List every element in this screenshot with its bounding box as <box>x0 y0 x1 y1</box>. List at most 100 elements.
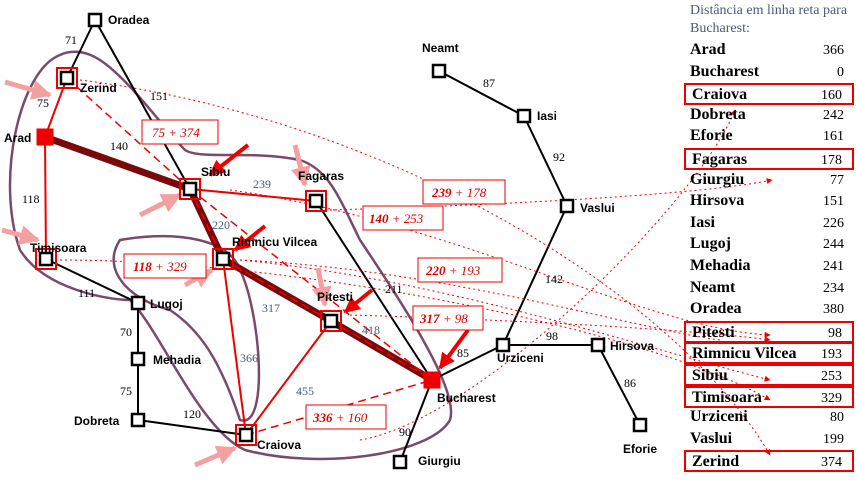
svg-text:75: 75 <box>37 96 49 110</box>
label-pitesti: Pitesti <box>317 290 353 304</box>
fvalue-sibiu: 140 + 253 <box>362 205 444 231</box>
table-row-city: Timisoara <box>692 388 762 406</box>
node-pitesti <box>323 313 339 329</box>
table-row-city: Rimnicu Vilcea <box>692 345 797 363</box>
svg-text:239: 239 <box>253 177 271 191</box>
svg-text:87: 87 <box>483 76 495 90</box>
svg-text:86: 86 <box>624 376 636 390</box>
table-row-distance: 160 <box>821 88 842 104</box>
table-row-city: Eforie <box>690 127 733 145</box>
table-row-distance: 241 <box>823 259 844 274</box>
table-row-distance: 80 <box>830 410 844 426</box>
label-arad: Arad <box>4 131 31 145</box>
svg-text:418: 418 <box>362 323 380 337</box>
svg-text:120: 120 <box>183 407 201 421</box>
table-row-distance: 193 <box>821 347 842 363</box>
table-row-distance: 151 <box>823 194 844 210</box>
node-bucharest <box>423 371 441 389</box>
svg-text:118 + 329: 118 + 329 <box>133 259 187 274</box>
table-row: Neamt 234 <box>684 278 854 300</box>
label-vaslui: Vaslui <box>580 201 615 215</box>
svg-text:317 + 98: 317 + 98 <box>419 311 468 326</box>
node-vaslui <box>559 198 575 214</box>
svg-text:366: 366 <box>240 351 258 365</box>
svg-text:239 + 178: 239 + 178 <box>431 185 487 200</box>
table-row-distance: 98 <box>828 325 842 341</box>
svg-text:140 + 253: 140 + 253 <box>369 211 424 226</box>
label-lugoj: Lugoj <box>150 297 183 311</box>
label-rimnicu: Rimnicu Vilcea <box>232 235 317 249</box>
table-row-city: Arad <box>690 41 726 58</box>
expanded-edges <box>44 77 332 436</box>
table-row-city: Fagaras <box>692 151 748 168</box>
node-timisoara <box>38 251 54 267</box>
svg-text:75: 75 <box>120 384 132 398</box>
table-title: Distância em linha reta para Bucharest: <box>690 3 848 36</box>
table-row-distance: 374 <box>821 455 842 471</box>
node-arad <box>36 128 54 146</box>
node-neamt <box>431 63 447 79</box>
fvalue-pitesti: 317 + 98 <box>412 305 484 331</box>
svg-text:220 + 193: 220 + 193 <box>425 263 481 278</box>
svg-text:142: 142 <box>545 272 563 286</box>
node-hirsova <box>590 337 606 353</box>
svg-text:111: 111 <box>78 286 95 300</box>
table-row-distance: 242 <box>823 107 844 123</box>
node-rimnicu <box>215 251 231 267</box>
table-row-city: Urziceni <box>690 408 748 426</box>
table-row: Urziceni 80 <box>684 407 854 429</box>
table-row-distance: 161 <box>823 129 844 145</box>
dashed-heuristic <box>66 77 433 436</box>
svg-text:455: 455 <box>296 384 314 398</box>
svg-text:98: 98 <box>546 329 558 343</box>
svg-text:220: 220 <box>212 218 230 232</box>
label-zerind: Zerind <box>80 81 117 95</box>
table-row-city: Craiova <box>692 86 748 104</box>
table-row-distance: 366 <box>823 43 844 58</box>
label-dobreta: Dobreta <box>74 414 120 428</box>
node-dobreta <box>130 412 146 428</box>
table-row-city: Iasi <box>690 213 715 231</box>
svg-text:211: 211 <box>385 282 403 296</box>
node-sibiu <box>182 181 198 197</box>
table-row-distance: 199 <box>823 431 844 447</box>
node-fagaras <box>308 193 324 209</box>
label-mehadia: Mehadia <box>153 353 201 367</box>
label-iasi: Iasi <box>537 109 557 123</box>
fvalue-rimnicu: 220 + 193 <box>417 257 503 283</box>
label-bucharest: Bucharest <box>437 391 496 405</box>
table-row: Rimnicu Vilcea 193 <box>684 342 854 365</box>
node-zerind <box>59 70 75 86</box>
label-craiova: Craiova <box>257 438 301 452</box>
solution-path <box>41 133 436 384</box>
table-row-city: Lugoj <box>690 235 731 253</box>
table-row-distance: 234 <box>823 280 844 296</box>
svg-text:140: 140 <box>110 139 128 153</box>
svg-text:118: 118 <box>22 192 40 206</box>
table-row-distance: 380 <box>823 302 844 318</box>
node-oradea <box>87 12 103 28</box>
table-row-city: Vaslui <box>690 429 733 447</box>
city-nodes <box>35 12 648 470</box>
table-row-distance: 226 <box>823 215 844 231</box>
label-urziceni: Urziceni <box>497 351 544 365</box>
table-row: Vaslui 199 <box>684 429 854 451</box>
table-row-distance: 253 <box>821 369 842 384</box>
table-row-city: Neamt <box>690 278 736 296</box>
node-iasi <box>516 108 532 124</box>
table-row-distance: 329 <box>821 390 842 406</box>
node-urziceni <box>495 337 511 353</box>
table-row-distance: 178 <box>821 153 842 168</box>
label-giurgiu: Giurgiu <box>418 454 461 468</box>
road-network <box>45 19 641 463</box>
fvalue-craiova: 336 + 160 <box>305 404 387 430</box>
svg-text:151: 151 <box>150 89 168 103</box>
fvalue-zerind: 75 + 374 <box>141 119 219 145</box>
